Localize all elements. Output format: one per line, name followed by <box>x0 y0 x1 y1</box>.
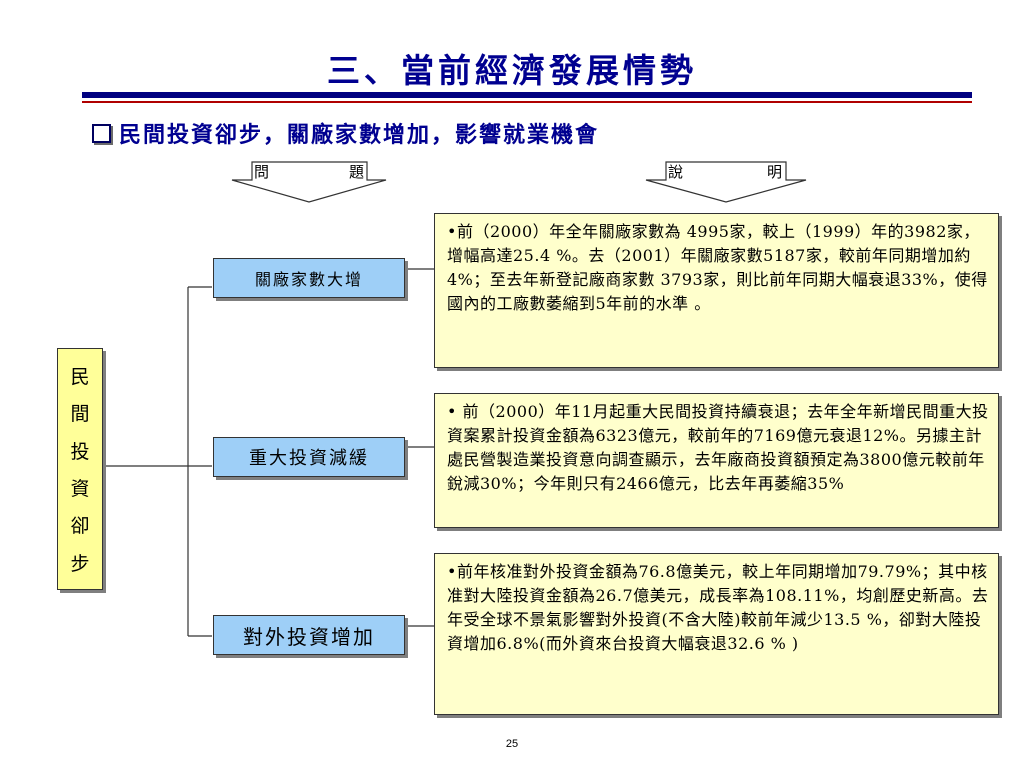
root-char: 投 <box>70 440 90 463</box>
root-char: 步 <box>70 552 90 575</box>
category-major-investment: 重大投資減緩 <box>213 437 405 477</box>
title-rule-thick <box>82 92 972 98</box>
explanation-header-char-1: 說 <box>668 163 684 181</box>
root-box-private-investment: 民 間 投 資 卻 步 <box>57 348 103 590</box>
slide-title: 三、當前經濟發展情勢 <box>327 51 697 90</box>
explanation-header: 說 明 <box>668 161 782 182</box>
problem-header-char-1: 問 <box>254 163 270 181</box>
root-char: 間 <box>70 403 90 426</box>
title-rule-thin <box>82 101 972 103</box>
problem-header-char-2: 題 <box>348 163 364 181</box>
root-char: 卻 <box>70 515 90 538</box>
explanation-header-char-2: 明 <box>766 163 782 181</box>
description-factory-closures: •前（2000）年全年關廠家數為 4995家，較上（1999）年的3982家，增… <box>434 213 999 368</box>
root-char: 民 <box>70 366 90 389</box>
problem-header-arrow <box>231 161 387 203</box>
page-number: 25 <box>505 738 519 750</box>
explanation-header-arrow <box>645 161 807 203</box>
subtitle: 民間投資卻步，關廠家數增加，影響就業機會 <box>92 117 599 149</box>
checkbox-bullet-icon <box>92 124 111 143</box>
category-outward-investment: 對外投資增加 <box>213 615 405 655</box>
description-major-investment: • 前（2000）年11月起重大民間投資持續衰退；去年全年新增民間重大投資案累計… <box>434 393 999 528</box>
subtitle-text: 民間投資卻步，關廠家數增加，影響就業機會 <box>119 122 600 148</box>
problem-header: 問 題 <box>254 161 364 182</box>
category-factory-closures: 關廠家數大增 <box>213 258 405 298</box>
root-char: 資 <box>70 478 90 501</box>
description-outward-investment: •前年核准對外投資金額為76.8億美元，較上年同期增加79.79%；其中核准對大… <box>434 553 999 715</box>
